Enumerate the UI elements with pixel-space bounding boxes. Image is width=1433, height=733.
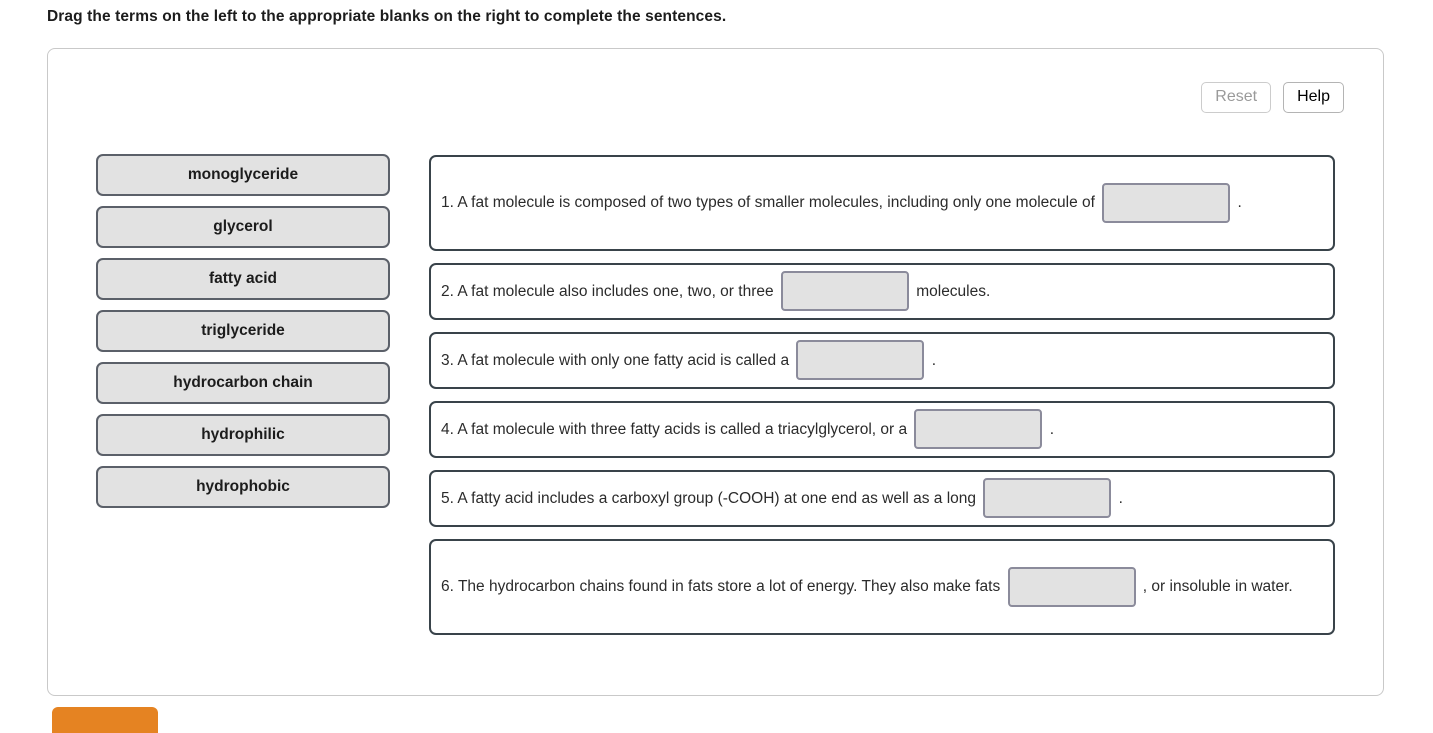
sentence-text-6: 6. The hydrocarbon chains found in fats … — [441, 563, 1323, 611]
sentence-card-6: 6. The hydrocarbon chains found in fats … — [429, 539, 1335, 635]
sentence-list: 1. A fat molecule is composed of two typ… — [429, 155, 1335, 635]
sentence-card-1: 1. A fat molecule is composed of two typ… — [429, 155, 1335, 251]
sentence-text-3: 3. A fat molecule with only one fatty ac… — [441, 337, 1323, 385]
sentence-after-5: . — [1114, 489, 1123, 507]
page-instruction: Drag the terms on the left to the approp… — [47, 8, 727, 25]
sentence-before-2: A fat molecule also includes one, two, o… — [453, 282, 778, 300]
blank-drop-zone-2[interactable] — [780, 271, 909, 312]
term-tile-hydrophobic[interactable]: hydrophobic — [96, 466, 390, 508]
toolbar: Reset Help — [1201, 82, 1344, 114]
term-tile-hydrocarbon-chain[interactable]: hydrocarbon chain — [96, 362, 390, 404]
term-bank: monoglyceride glycerol fatty acid trigly… — [96, 154, 390, 508]
blank-drop-zone-4[interactable] — [914, 409, 1043, 450]
sentence-number-2: 2. — [441, 282, 454, 300]
sentence-after-4: . — [1045, 420, 1055, 438]
sentence-number-4: 4. — [441, 420, 454, 438]
sentence-after-1: . — [1233, 194, 1242, 211]
sentence-before-5: A fatty acid includes a carboxyl group (… — [453, 489, 981, 507]
term-tile-fatty-acid[interactable]: fatty acid — [96, 258, 390, 300]
reset-button[interactable]: Reset — [1201, 82, 1272, 114]
sentence-after-2: molecules. — [911, 282, 991, 300]
sentence-card-2: 2. A fat molecule also includes one, two… — [429, 263, 1335, 320]
sentence-card-3: 3. A fat molecule with only one fatty ac… — [429, 332, 1335, 389]
blank-drop-zone-5[interactable] — [983, 478, 1112, 519]
submit-button[interactable] — [52, 707, 158, 733]
term-tile-triglyceride[interactable]: triglyceride — [96, 310, 390, 352]
sentence-number-1: 1. — [441, 194, 454, 211]
term-tile-hydrophilic[interactable]: hydrophilic — [96, 414, 390, 456]
sentence-text-5: 5. A fatty acid includes a carboxyl grou… — [441, 475, 1323, 523]
activity-panel: Reset Help monoglyceride glycerol fatty … — [47, 48, 1384, 696]
sentence-before-3: A fat molecule with only one fatty acid … — [453, 351, 794, 369]
sentence-card-4: 4. A fat molecule with three fatty acids… — [429, 401, 1335, 458]
sentence-before-4: A fat molecule with three fatty acids is… — [453, 420, 912, 438]
sentence-text-1: 1. A fat molecule is composed of two typ… — [441, 179, 1323, 227]
term-tile-glycerol[interactable]: glycerol — [96, 206, 390, 248]
sentence-number-5: 5. — [441, 489, 454, 507]
sentence-number-3: 3. — [441, 351, 454, 369]
sentence-text-2: 2. A fat molecule also includes one, two… — [441, 268, 1323, 316]
sentence-text-4: 4. A fat molecule with three fatty acids… — [441, 406, 1323, 454]
blank-drop-zone-6[interactable] — [1007, 566, 1136, 607]
sentence-after-3: . — [927, 351, 937, 369]
sentence-after-6: , or insoluble in water. — [1138, 578, 1293, 595]
sentence-before-1: A fat molecule is composed of two types … — [453, 194, 1100, 211]
sentence-card-5: 5. A fatty acid includes a carboxyl grou… — [429, 470, 1335, 527]
help-button[interactable]: Help — [1283, 82, 1344, 114]
term-tile-monoglyceride[interactable]: monoglyceride — [96, 154, 390, 196]
blank-drop-zone-1[interactable] — [1102, 182, 1231, 223]
blank-drop-zone-3[interactable] — [796, 340, 925, 381]
sentence-number-6: 6. — [441, 578, 454, 595]
sentence-before-6: The hydrocarbon chains found in fats sto… — [453, 578, 1005, 595]
